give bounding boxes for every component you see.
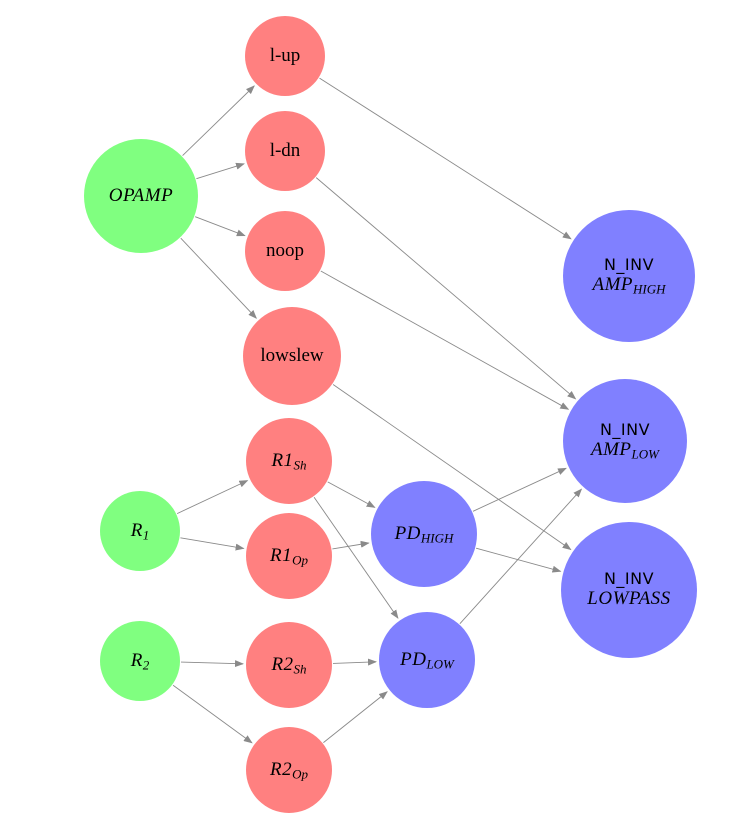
node-noop-label: noop	[266, 239, 304, 261]
node-lowpass-type-label: N_INV	[603, 569, 655, 588]
node-lowslew: lowslew	[243, 307, 341, 405]
node-r2sh-label: R2Sh	[271, 653, 307, 676]
node-l-up: l-up	[245, 16, 325, 96]
node-pdhigh-label: PDHIGH	[394, 522, 454, 545]
edge-r2sh-to-pdlow	[332, 658, 377, 666]
node-noop: noop	[245, 211, 325, 291]
edge-r1-to-r1op	[180, 537, 245, 551]
node-r1-label: R1	[130, 519, 150, 542]
node-amphigh-label: AMPHIGH	[592, 274, 666, 297]
node-r2op-subscript: Op	[292, 765, 308, 781]
node-r1-subscript: 1	[142, 526, 150, 542]
edge-l-dn-to-amplow	[315, 177, 577, 400]
node-pdlow-label: PDLOW	[400, 648, 454, 671]
edge-r1op-to-pdhigh	[332, 540, 370, 550]
edge-pdhigh-to-lowpass	[475, 547, 562, 573]
node-l-dn-label: l-dn	[269, 139, 301, 161]
node-r2op-label: R2Op	[270, 758, 308, 781]
edge-r1sh-to-pdhigh	[327, 481, 376, 508]
node-opamp-label: OPAMP	[108, 184, 174, 206]
node-l-up-label: l-up	[269, 44, 301, 66]
edge-l-up-to-amphigh	[319, 77, 572, 240]
edge-noop-to-amplow	[320, 270, 570, 410]
node-r2sh-subscript: Sh	[293, 660, 307, 676]
node-amphigh-type-label: N_INV	[603, 254, 655, 274]
node-pdlow: PDLOW	[379, 612, 475, 708]
node-r2: R2	[100, 621, 180, 701]
node-r1op: R1Op	[246, 513, 332, 599]
edge-r2-to-r2op	[172, 684, 253, 744]
edge-r2op-to-pdlow	[323, 691, 388, 743]
node-l-dn: l-dn	[245, 111, 325, 191]
edge-r2-to-r2sh	[180, 660, 244, 668]
node-r1sh: R1Sh	[246, 418, 332, 504]
node-r1: R1	[100, 491, 180, 571]
edge-opamp-to-noop	[195, 216, 246, 237]
node-amplow-label: AMPLOW	[591, 439, 659, 462]
node-opamp: OPAMP	[84, 139, 198, 253]
node-r1sh-subscript: Sh	[293, 456, 307, 472]
node-amphigh-subscript: HIGH	[633, 281, 666, 297]
node-pdlow-subscript: LOW	[426, 655, 454, 671]
node-amplow-subscript: LOW	[631, 446, 659, 462]
node-lowslew-label: lowslew	[260, 344, 324, 366]
node-amplow-type-label: N_INV	[599, 419, 651, 439]
edge-r1-to-r1sh	[176, 480, 249, 515]
node-pdhigh: PDHIGH	[371, 481, 477, 587]
edge-pdhigh-to-amplow	[472, 467, 567, 512]
node-r1sh-label: R1Sh	[271, 449, 307, 472]
node-r2op: R2Op	[246, 727, 332, 813]
node-r1op-subscript: Op	[292, 551, 308, 567]
node-lowpass-label: LOWPASS	[587, 588, 671, 610]
node-r1op-label: R1Op	[270, 544, 308, 567]
edge-opamp-to-l-dn	[196, 162, 245, 180]
node-pdhigh-subscript: HIGH	[420, 529, 454, 545]
node-r2-subscript: 2	[142, 656, 150, 672]
edge-opamp-to-l-up	[182, 85, 255, 156]
node-r2sh: R2Sh	[246, 622, 332, 708]
node-r2-label: R2	[130, 649, 150, 672]
